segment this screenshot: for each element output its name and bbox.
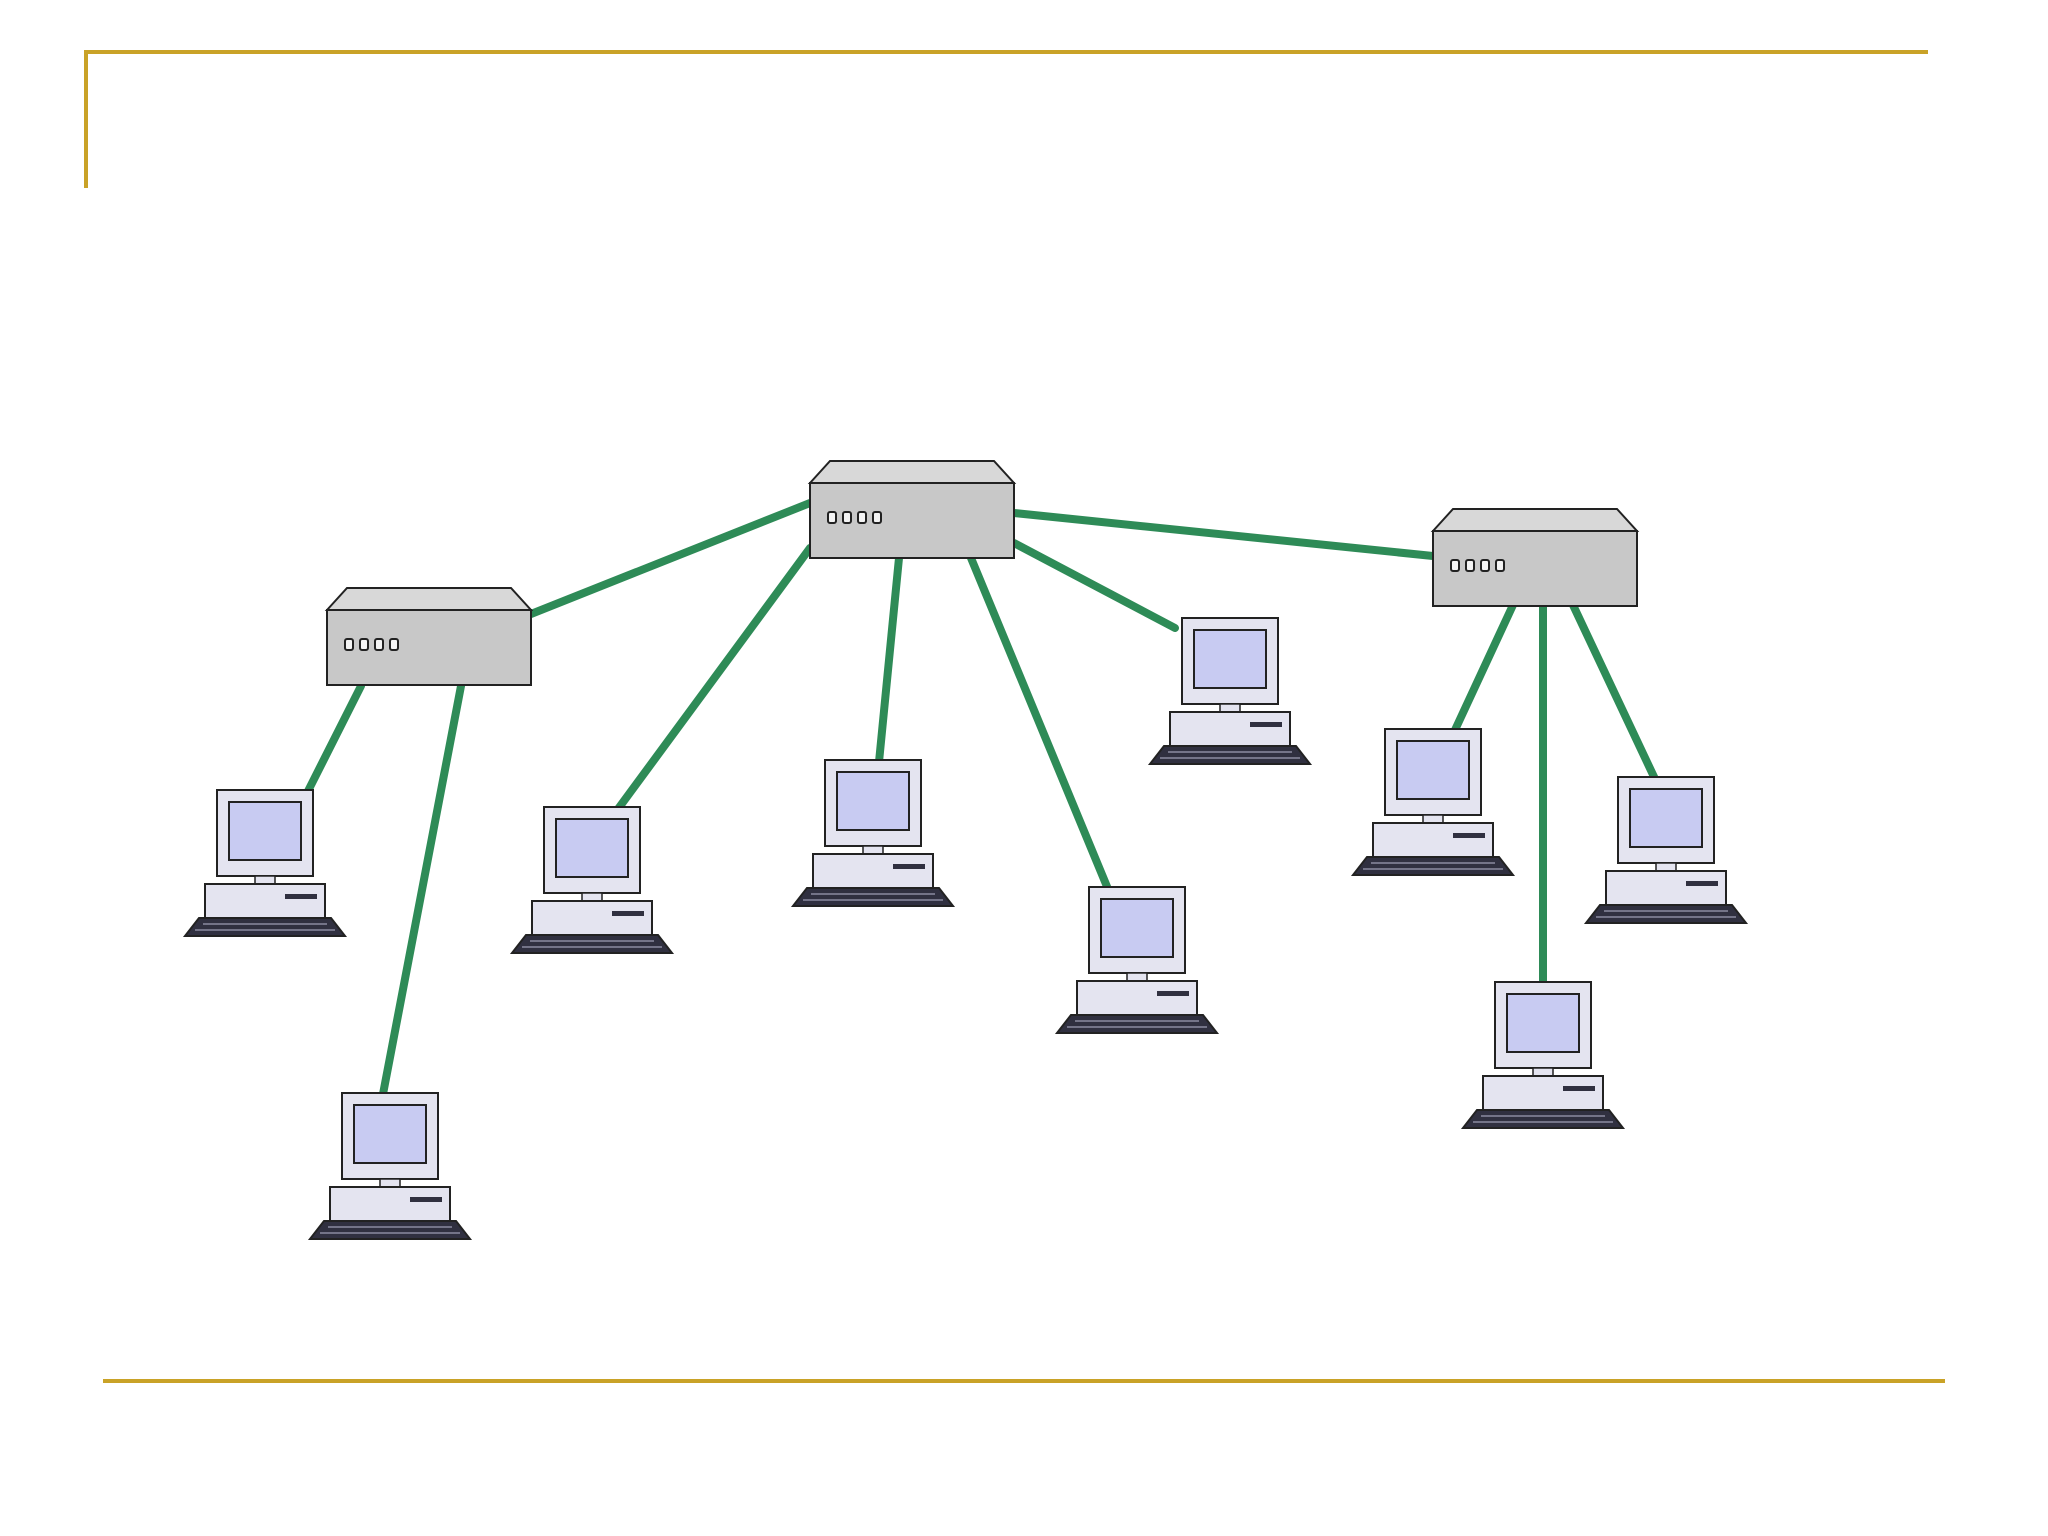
link-hub-center-to-pc-3 xyxy=(614,544,814,813)
drive-slot xyxy=(1250,722,1282,727)
hub-center-icon xyxy=(807,460,1017,559)
hub-left-icon-top xyxy=(324,587,534,611)
hub-center-icon-port-light xyxy=(827,511,837,524)
monitor-stand xyxy=(254,875,276,885)
pc-1-computer-icon xyxy=(182,789,348,937)
drive-slot xyxy=(1157,991,1189,996)
keyboard xyxy=(1054,1014,1220,1034)
monitor-stand xyxy=(1126,972,1148,982)
keyboard xyxy=(509,934,675,954)
monitor-stand xyxy=(581,892,603,902)
monitor-stand xyxy=(862,845,884,855)
system-case xyxy=(1482,1075,1604,1111)
link-hub-right-to-pc-7 xyxy=(1451,601,1517,734)
hub-left-icon-port-light xyxy=(374,638,384,651)
keyboard xyxy=(182,917,348,937)
system-case xyxy=(1076,980,1198,1016)
system-case xyxy=(1372,822,1494,858)
keyboard xyxy=(1460,1109,1626,1129)
hub-left-icon-port-light xyxy=(359,638,369,651)
hub-center-icon-port-light xyxy=(857,511,867,524)
pc-5-computer-icon xyxy=(1054,886,1220,1034)
pc-6-computer-icon xyxy=(1147,617,1313,765)
monitor-stand xyxy=(379,1178,401,1188)
hub-right-icon-port-light xyxy=(1480,559,1490,572)
hub-center-icon-body xyxy=(809,482,1015,559)
pc-3-computer-icon xyxy=(509,806,675,954)
hub-right-icon-body xyxy=(1432,530,1638,607)
monitor-stand xyxy=(1422,814,1444,824)
monitor-screen xyxy=(1100,898,1174,958)
top-frame-line xyxy=(84,50,1928,188)
monitor-stand xyxy=(1532,1067,1554,1077)
hub-left-icon-body xyxy=(326,609,532,686)
system-case xyxy=(1605,870,1727,906)
monitor-screen xyxy=(555,818,629,878)
drive-slot xyxy=(1563,1086,1595,1091)
monitor-stand xyxy=(1655,862,1677,872)
system-case xyxy=(531,900,653,936)
monitor-screen xyxy=(1193,629,1267,689)
monitor-stand xyxy=(1219,703,1241,713)
keyboard xyxy=(307,1220,473,1240)
system-case xyxy=(1169,711,1291,747)
hub-left-icon-port-light xyxy=(389,638,399,651)
hub-right-icon-port-light xyxy=(1450,559,1460,572)
hub-left-icon xyxy=(324,587,534,686)
link-hub-center-to-pc-5 xyxy=(967,554,1112,893)
monitor-screen xyxy=(1629,788,1703,848)
monitor-screen xyxy=(1506,993,1580,1053)
hub-left-icon-port-light xyxy=(344,638,354,651)
link-hub-right-to-pc-9 xyxy=(1569,601,1659,783)
pc-4-computer-icon xyxy=(790,759,956,907)
pc-9-computer-icon xyxy=(1583,776,1749,924)
drive-slot xyxy=(285,894,317,899)
keyboard xyxy=(790,887,956,907)
pc-2-computer-icon xyxy=(307,1092,473,1240)
keyboard xyxy=(1350,856,1516,876)
hub-right-icon-top xyxy=(1430,508,1640,532)
keyboard xyxy=(1583,904,1749,924)
link-hub-left-to-hub-center xyxy=(527,499,814,618)
hub-right-icon-port-light xyxy=(1495,559,1505,572)
hub-center-icon-port-light xyxy=(842,511,852,524)
link-hub-center-to-hub-right xyxy=(1010,509,1437,560)
drive-slot xyxy=(893,864,925,869)
drive-slot xyxy=(1453,833,1485,838)
monitor-screen xyxy=(353,1104,427,1164)
monitor-screen xyxy=(836,771,910,831)
keyboard xyxy=(1147,745,1313,765)
pc-7-computer-icon xyxy=(1350,728,1516,876)
link-hub-center-to-pc-4 xyxy=(875,554,903,766)
monitor-screen xyxy=(1396,740,1470,800)
drive-slot xyxy=(410,1197,442,1202)
hub-right-icon-port-light xyxy=(1465,559,1475,572)
drive-slot xyxy=(612,911,644,916)
system-case xyxy=(329,1186,451,1222)
drive-slot xyxy=(1686,881,1718,886)
hub-center-icon-top xyxy=(807,460,1017,484)
link-hub-center-to-pc-6 xyxy=(1010,539,1179,632)
hub-right-icon xyxy=(1430,508,1640,607)
link-hub-left-to-pc-1 xyxy=(302,682,365,799)
link-hub-left-to-pc-2 xyxy=(379,682,465,1098)
monitor-screen xyxy=(228,801,302,861)
system-case xyxy=(204,883,326,919)
pc-8-computer-icon xyxy=(1460,981,1626,1129)
system-case xyxy=(812,853,934,889)
hub-center-icon-port-light xyxy=(872,511,882,524)
